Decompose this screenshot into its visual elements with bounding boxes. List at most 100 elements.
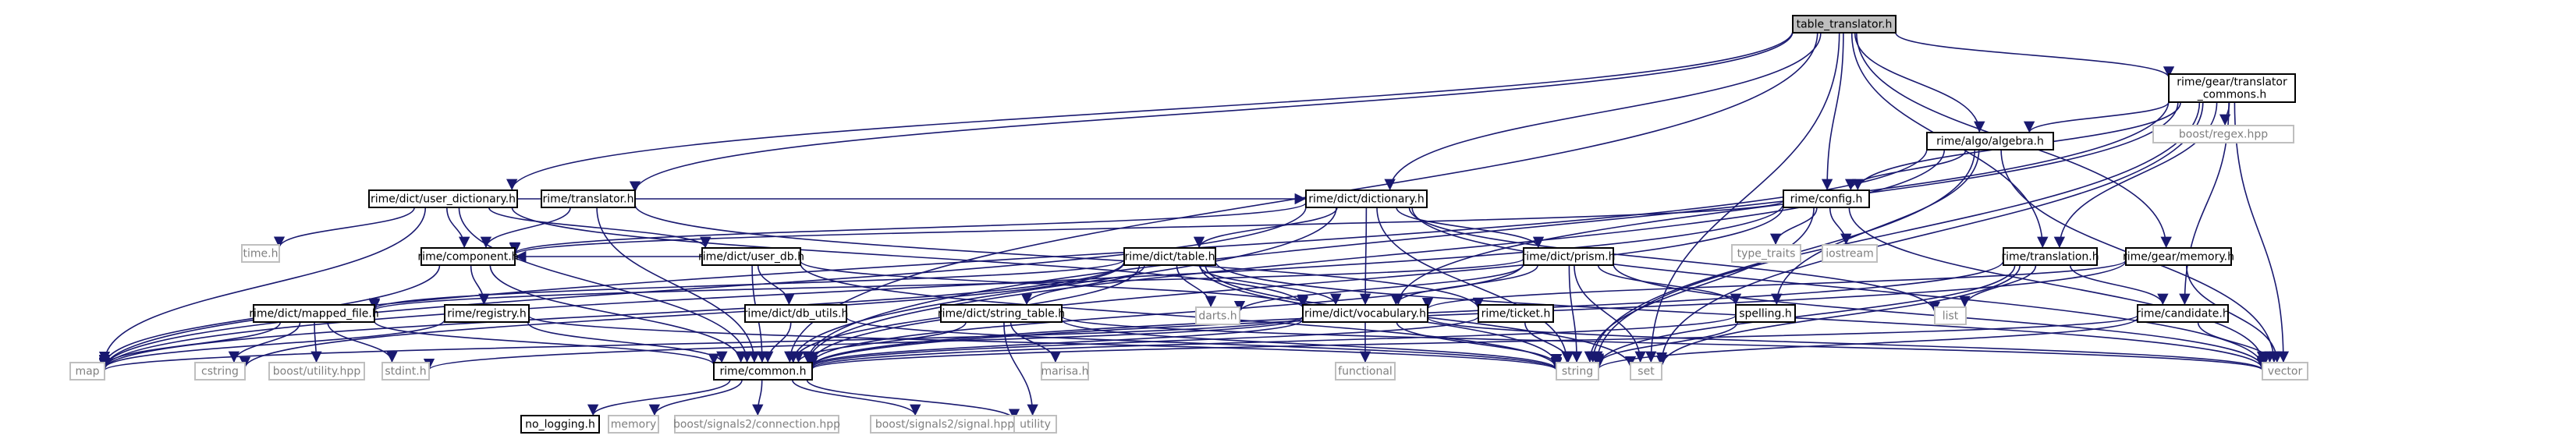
- node-boost_regex: boost/regex.hpp: [2152, 125, 2294, 143]
- node-no_logging[interactable]: no_logging.h: [520, 415, 600, 434]
- node-algebra[interactable]: rime/algo/algebra.h: [1926, 132, 2054, 150]
- node-functional-box: [1335, 362, 1396, 381]
- node-memory_h[interactable]: rime/gear/memory.h: [2123, 247, 2234, 266]
- node-registry[interactable]: rime/registry.h: [444, 304, 530, 323]
- node-gear_commons[interactable]: rime/gear/translator_commons.h: [2168, 73, 2296, 103]
- node-dictionary[interactable]: rime/dict/dictionary.h: [1305, 189, 1428, 208]
- node-spelling[interactable]: spelling.h: [1735, 304, 1796, 323]
- node-marisa-box: [1041, 362, 1089, 381]
- node-ticket-label: rime/ticket.h: [1481, 308, 1551, 320]
- node-cstring-box: [194, 362, 246, 381]
- node-user_dictionary-label: rime/dict/user_dictionary.h: [371, 193, 516, 206]
- edge-config-to-vector: [1848, 207, 2269, 363]
- node-vector-box: [2262, 362, 2308, 381]
- node-no_logging-label: no_logging.h: [525, 419, 595, 431]
- edge-db_utils-to-common: [762, 321, 792, 363]
- node-darts-box: [1195, 306, 1240, 325]
- node-connection-box: [674, 415, 839, 434]
- node-db_utils[interactable]: rime/dict/db_utils.h: [743, 304, 849, 323]
- edge-vocabulary-to-vector: [1427, 317, 2268, 370]
- edge-user_dictionary-to-user_db: [488, 207, 711, 249]
- node-table-box: [1123, 247, 1216, 266]
- node-list: list: [1934, 306, 1967, 325]
- node-prism-box: [1523, 247, 1614, 266]
- edge-candidate-to-common: [807, 314, 2138, 370]
- node-mapped_file-label: rime/dict/mapped_file.h: [249, 308, 378, 320]
- node-translator-label: rime/translator.h: [543, 193, 634, 206]
- node-mapped_file[interactable]: rime/dict/mapped_file.h: [249, 304, 379, 323]
- node-dictionary-label: rime/dict/dictionary.h: [1308, 193, 1425, 206]
- node-config[interactable]: rime/config.h: [1783, 189, 1870, 208]
- edge-mapped_file-to-boost_utility: [310, 321, 322, 363]
- node-boost_regex-label: boost/regex.hpp: [2179, 129, 2268, 141]
- node-ticket[interactable]: rime/ticket.h: [1478, 304, 1554, 323]
- edge-candidate-to-vector: [2197, 321, 2276, 363]
- edge-prism-to-common: [807, 263, 1524, 365]
- edge-component-to-registry: [470, 264, 490, 306]
- edge-table_translator-to-translator: [630, 31, 1794, 193]
- node-registry-box: [444, 304, 530, 323]
- node-memory: memory: [608, 415, 659, 434]
- node-candidate-label: rime/candidate.h: [2136, 308, 2229, 320]
- node-user_db[interactable]: rime/dict/user_db.h: [698, 247, 804, 266]
- node-string-label: string: [1562, 366, 1593, 378]
- node-gear_commons-label: rime/gear/translator: [2177, 76, 2287, 89]
- node-vocabulary[interactable]: rime/dict/vocabulary.h: [1302, 304, 1428, 323]
- node-candidate[interactable]: rime/candidate.h: [2136, 304, 2230, 323]
- edge-translation-to-candidate: [2069, 264, 2169, 306]
- node-translator-box: [541, 189, 636, 208]
- edge-config-to-map: [99, 203, 1784, 370]
- node-utility-label: utility: [1020, 419, 1051, 431]
- node-memory-box: [608, 415, 659, 434]
- edge-common-to-utility: [806, 379, 1020, 421]
- edge-mapped_file-to-common: [374, 320, 719, 366]
- node-translator[interactable]: rime/translator.h: [541, 189, 636, 208]
- edge-dictionary-to-vocabulary: [1359, 207, 1371, 306]
- node-gear_commons-label: _commons.h: [2197, 89, 2267, 101]
- node-component[interactable]: rime/component.h: [417, 247, 519, 266]
- edge-layer: [98, 30, 2290, 421]
- node-darts: darts.h: [1195, 306, 1240, 325]
- node-iostream-box: [1822, 244, 1878, 263]
- node-user_dictionary[interactable]: rime/dict/user_dictionary.h: [368, 189, 518, 208]
- node-ticket-box: [1478, 304, 1554, 323]
- edge-gear_commons-to-algebra: [2024, 101, 2170, 133]
- edge-dictionary-to-vector: [1411, 207, 2269, 367]
- edge-mapped_file-to-stdint: [327, 321, 398, 363]
- node-translation[interactable]: rime/translation.h: [2001, 247, 2099, 266]
- edge-common-to-memory: [648, 379, 743, 416]
- edge-translator-to-common: [596, 207, 761, 363]
- node-functional-label: functional: [1338, 366, 1393, 378]
- node-table[interactable]: rime/dict/table.h: [1123, 247, 1216, 266]
- edge-memory_h-to-common: [807, 260, 2127, 368]
- node-prism[interactable]: rime/dict/prism.h: [1521, 247, 1616, 266]
- node-table_translator-box: [1792, 15, 1897, 34]
- node-translation-box: [2003, 247, 2098, 266]
- node-dictionary-box: [1305, 189, 1428, 208]
- node-cstring-label: cstring: [201, 366, 239, 378]
- edge-config-to-iostream: [1829, 207, 1852, 246]
- edge-algebra-to-config: [1845, 149, 1967, 191]
- edge-prism-to-string: [1568, 264, 1583, 363]
- edge-algebra-to-common: [803, 149, 1946, 363]
- edge-config-to-type_traits: [1769, 207, 1818, 246]
- node-cstring: cstring: [194, 362, 246, 381]
- node-common[interactable]: rime/common.h: [713, 362, 813, 381]
- node-table-label: rime/dict/table.h: [1124, 251, 1215, 264]
- node-table_translator[interactable]: table_translator.h: [1792, 15, 1897, 34]
- node-string: string: [1556, 362, 1599, 381]
- edge-dictionary-to-component: [509, 202, 1307, 254]
- node-user_db-label: rime/dict/user_db.h: [698, 251, 804, 264]
- edge-prism-to-mapped_file: [369, 257, 1524, 312]
- edge-string_table-to-common: [793, 321, 967, 363]
- node-list-box: [1934, 306, 1967, 325]
- edge-memory_h-to-vector: [2185, 264, 2283, 363]
- node-utility-box: [1013, 415, 1057, 434]
- node-string_table[interactable]: rime/dict/string_table.h: [938, 304, 1065, 323]
- node-marisa-label: marisa.h: [1041, 366, 1088, 378]
- edge-gear_commons-to-vector: [2234, 101, 2290, 363]
- node-db_utils-label: rime/dict/db_utils.h: [743, 308, 849, 320]
- node-time: time.h: [241, 244, 280, 263]
- node-stdint-box: [381, 362, 430, 381]
